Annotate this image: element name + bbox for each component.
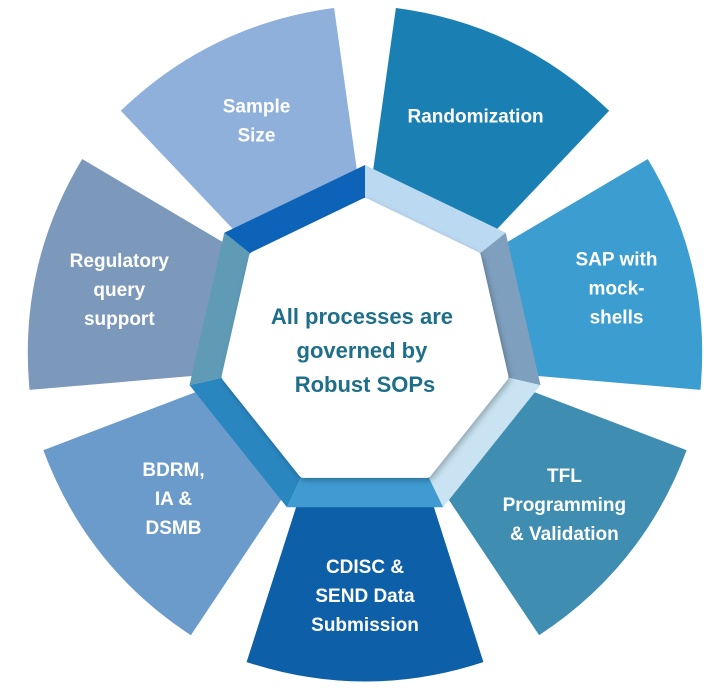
label-tfl-line-1: TFL bbox=[547, 466, 582, 487]
label-cdisc-line-3: Submission bbox=[311, 615, 419, 636]
center-hub: All processes are governed by Robust SOP… bbox=[221, 198, 509, 478]
ring-bdrm bbox=[189, 375, 306, 508]
ring-randomization bbox=[365, 165, 506, 259]
label-regulatory-line-1: Regulatory bbox=[70, 251, 170, 272]
center-heptagon bbox=[221, 198, 509, 478]
center-label-line-2: governed by bbox=[297, 338, 429, 363]
label-randomization-line-1: Randomization bbox=[408, 106, 544, 127]
segment-cdisc bbox=[243, 499, 487, 685]
label-sap: SAP with mock-shells bbox=[576, 250, 658, 329]
segment-regulatory bbox=[24, 155, 230, 393]
label-regulatory: Regulatory query support bbox=[70, 251, 170, 330]
label-tfl-line-3: & Validation bbox=[510, 524, 619, 545]
label-cdisc-line-1: CDISC & bbox=[326, 557, 404, 578]
ring-sample-size bbox=[224, 165, 365, 259]
inner-ring bbox=[189, 165, 541, 508]
label-bdrm-line-1: BDRM, bbox=[142, 460, 204, 481]
center-label-line-3: Robust SOPs bbox=[295, 372, 436, 397]
ring-cdisc bbox=[286, 469, 444, 508]
center-label-line-1: All processes are bbox=[271, 304, 453, 329]
segment-sap bbox=[500, 155, 706, 393]
label-bdrm-line-2: IA & bbox=[155, 489, 193, 510]
label-sample-size-line-2: Size bbox=[237, 125, 275, 146]
label-regulatory-line-3: support bbox=[84, 309, 155, 330]
label-regulatory-line-2: query bbox=[93, 280, 145, 301]
center-label: All processes are governed by Robust SOP… bbox=[271, 304, 459, 397]
label-sap-line-1: SAP with bbox=[576, 250, 658, 271]
label-tfl-line-2: Programming bbox=[503, 495, 627, 516]
label-bdrm-line-3: DSMB bbox=[146, 518, 202, 539]
segment-bdrm bbox=[39, 387, 288, 639]
ring-sap bbox=[472, 232, 541, 386]
label-sample-size-line-1: Sample bbox=[223, 96, 291, 117]
label-sap-line-2: mock- bbox=[589, 279, 645, 300]
ring-tfl bbox=[424, 375, 541, 508]
ring-regulatory bbox=[189, 232, 258, 386]
segment-randomization bbox=[369, 4, 613, 236]
segment-tfl bbox=[442, 387, 691, 639]
label-sap-line-3: shells bbox=[590, 308, 644, 329]
label-bdrm: BDRM, IA & DSMB bbox=[142, 460, 204, 539]
label-tfl: TFL Programming & Validation bbox=[503, 466, 627, 545]
segment-sample-size bbox=[117, 4, 361, 236]
label-randomization: Randomization bbox=[408, 106, 544, 127]
outer-segments bbox=[24, 4, 706, 685]
label-cdisc-line-2: SEND Data bbox=[315, 586, 415, 607]
